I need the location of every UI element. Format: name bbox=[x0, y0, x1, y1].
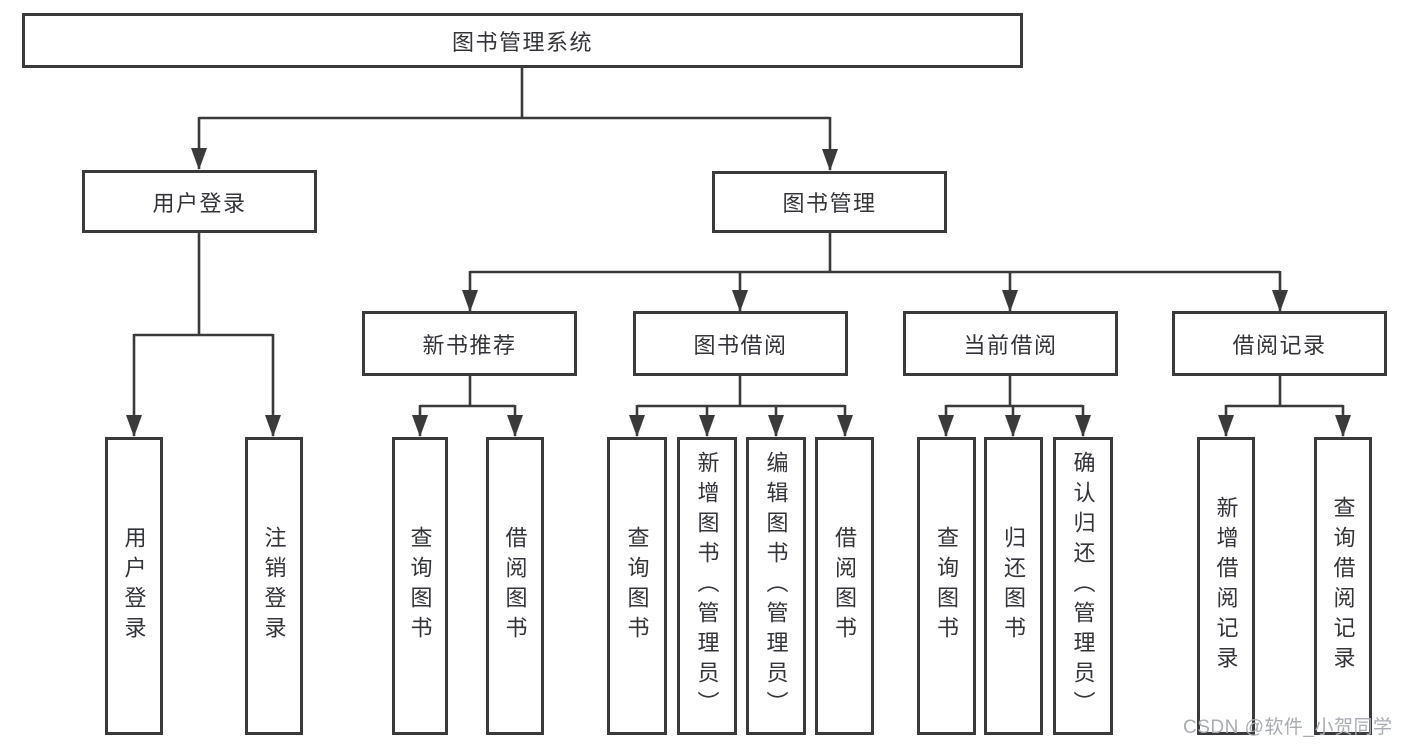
node-label: 查询图书 bbox=[624, 526, 650, 646]
node-label: 图书管理 bbox=[782, 191, 877, 216]
node-library-management-system: 图书管理系统 bbox=[22, 13, 1023, 68]
leaf-borrow-book-2: 借阅图书 bbox=[815, 437, 874, 735]
node-user-login: 用户登录 bbox=[82, 170, 317, 233]
node-borrow-records: 借阅记录 bbox=[1172, 311, 1387, 376]
node-label: 归还图书 bbox=[1001, 526, 1027, 646]
node-book-borrowing: 图书借阅 bbox=[633, 311, 848, 376]
leaf-query-book-2: 查询图书 bbox=[607, 437, 667, 735]
leaf-edit-book-admin: 编辑图书（管理员） bbox=[746, 437, 806, 735]
node-label: 借阅图书 bbox=[832, 526, 858, 646]
node-label: 借阅图书 bbox=[502, 526, 528, 646]
leaf-logout: 注销登录 bbox=[245, 437, 303, 735]
node-label: 新增图书（管理员） bbox=[694, 451, 720, 721]
leaf-add-book-admin: 新增图书（管理员） bbox=[677, 437, 737, 735]
node-label: 新书推荐 bbox=[422, 332, 517, 358]
node-label: 图书借阅 bbox=[693, 332, 788, 358]
leaf-user-login: 用户登录 bbox=[105, 437, 163, 735]
node-label: 注销登录 bbox=[261, 526, 287, 646]
node-label: 图书管理系统 bbox=[451, 29, 593, 55]
node-label: 查询借阅记录 bbox=[1330, 496, 1356, 676]
node-label: 当前借阅 bbox=[963, 332, 1058, 358]
leaf-confirm-return-admin: 确认归还（管理员） bbox=[1053, 437, 1113, 735]
csdn-watermark: CSDN @软件_小贺同学 bbox=[1183, 717, 1393, 738]
leaf-return-book: 归还图书 bbox=[984, 437, 1043, 735]
node-label: 编辑图书（管理员） bbox=[763, 451, 789, 721]
node-label: 用户登录 bbox=[152, 190, 247, 216]
node-new-book-recommend: 新书推荐 bbox=[362, 311, 577, 376]
node-book-management: 图书管理 bbox=[712, 171, 947, 233]
leaf-add-borrow-record: 新增借阅记录 bbox=[1197, 437, 1255, 735]
node-label: 确认归还（管理员） bbox=[1070, 451, 1096, 721]
leaf-query-book-3: 查询图书 bbox=[917, 437, 976, 735]
node-label: 借阅记录 bbox=[1232, 332, 1327, 358]
node-current-borrowing: 当前借阅 bbox=[903, 311, 1118, 376]
node-label: 查询图书 bbox=[407, 526, 433, 646]
leaf-query-book-1: 查询图书 bbox=[392, 437, 448, 735]
node-label: 用户登录 bbox=[121, 526, 147, 646]
leaf-borrow-book-1: 借阅图书 bbox=[486, 437, 544, 735]
leaf-query-borrow-record: 查询借阅记录 bbox=[1314, 437, 1372, 735]
node-label: 查询图书 bbox=[934, 526, 960, 646]
node-label: 新增借阅记录 bbox=[1213, 496, 1239, 676]
